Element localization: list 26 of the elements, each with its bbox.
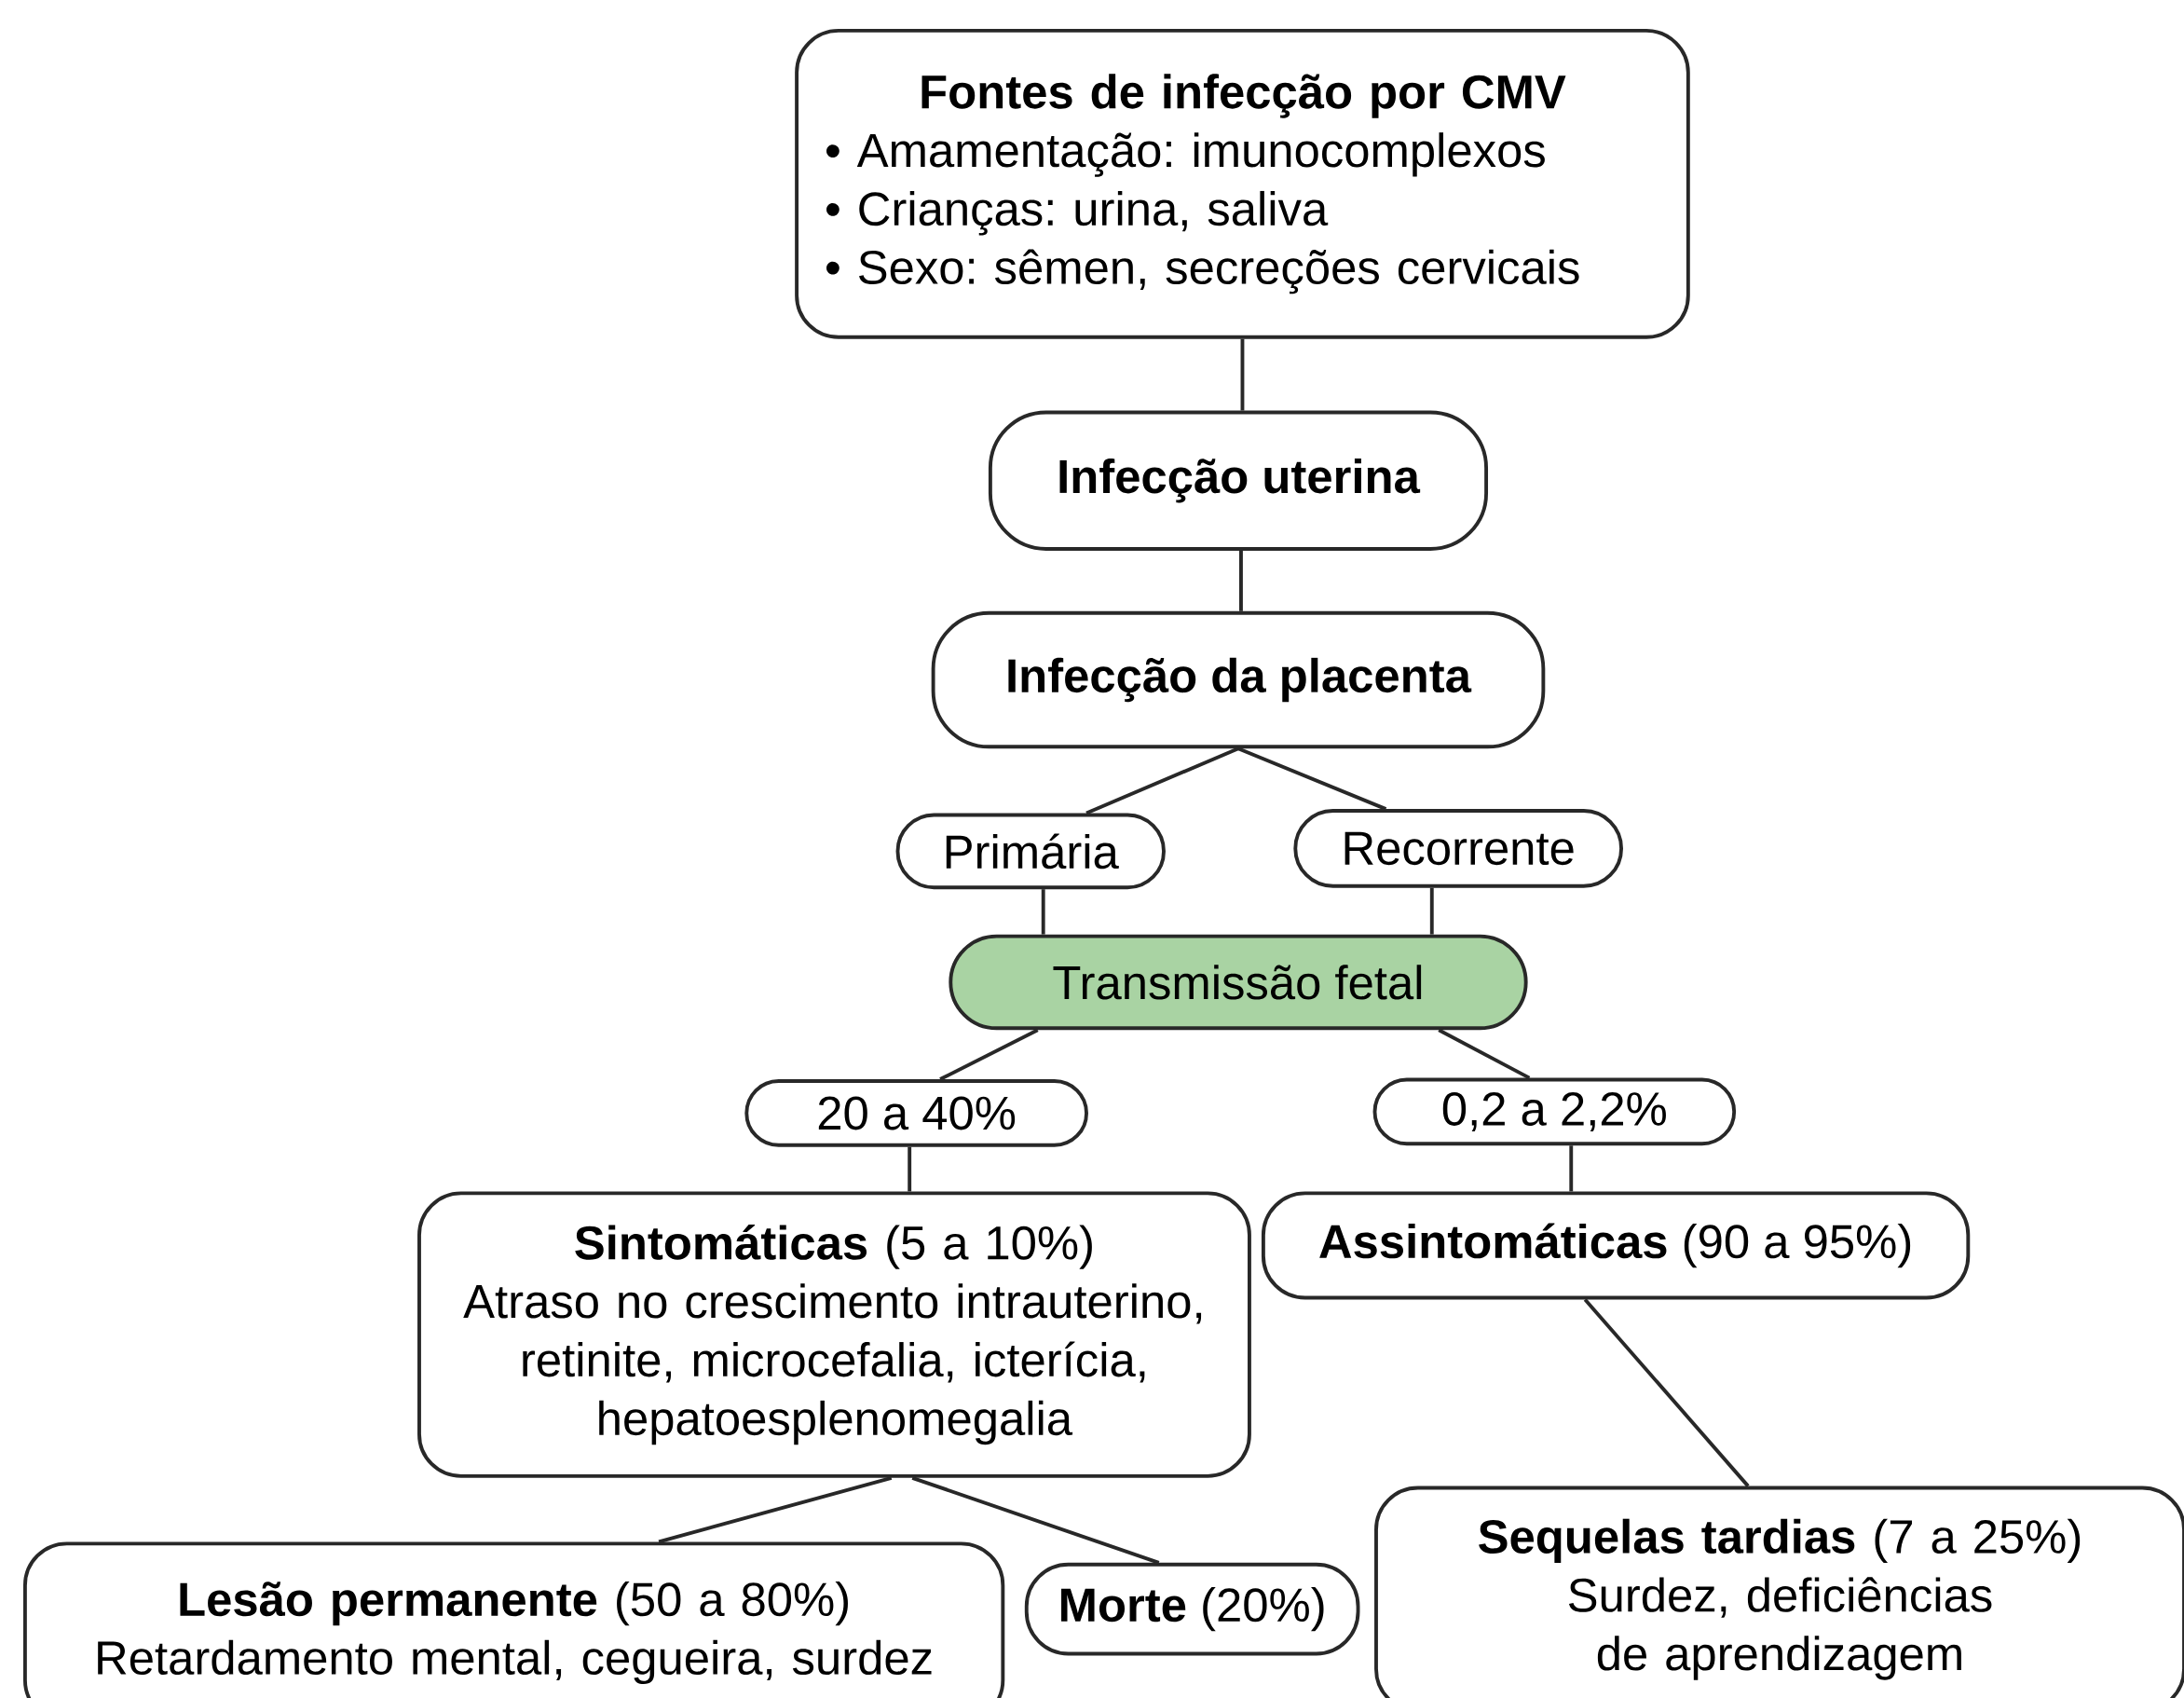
connector-line bbox=[1240, 338, 1245, 411]
connector-line bbox=[1041, 889, 1045, 935]
connector-line bbox=[1569, 1145, 1574, 1192]
connector-line bbox=[1583, 1298, 1750, 1487]
connector-line bbox=[939, 1028, 1039, 1081]
process-box: Fontes de infecção por CMV • Amamentação: imunocomplexos • Crianças: urina, saliva • Sexo: sêmen, secreções cervicais bbox=[795, 28, 1690, 339]
connector-line bbox=[1085, 746, 1239, 815]
process-box: Recorrente bbox=[1293, 808, 1624, 888]
process-box: Sintomáticas (5 a 10%) Atraso no crescimento intrauterino, retinite, microcefalia, icterícia, hepatoesplenomegalia bbox=[417, 1191, 1251, 1478]
process-box: Infecção da placenta bbox=[931, 610, 1546, 749]
process-box: Assintomáticas (90 a 95%) bbox=[1261, 1191, 1971, 1300]
process-box: Transmissão fetal bbox=[949, 934, 1528, 1031]
process-box: 0,2 a 2,2% bbox=[1372, 1077, 1737, 1146]
connector-line bbox=[658, 1475, 893, 1544]
connector-line bbox=[1239, 550, 1243, 611]
connector-line bbox=[1438, 1028, 1531, 1080]
process-box: Primária bbox=[895, 813, 1166, 890]
process-box: 20 a 40% bbox=[744, 1078, 1088, 1147]
process-box: Lesão permanente (50 a 80%) Retardamento mental, cegueira, surdez bbox=[22, 1541, 1005, 1698]
process-box: Infecção uterina bbox=[988, 410, 1489, 551]
connector-line bbox=[911, 1475, 1160, 1565]
connector-line bbox=[1429, 887, 1434, 935]
process-box: Morte (20%) bbox=[1024, 1562, 1360, 1656]
connector-line bbox=[1237, 746, 1387, 811]
process-box: Sequelas tardias (7 a 25%) Surdez, deficiências de aprendizagem bbox=[1374, 1486, 2184, 1698]
connector-line bbox=[908, 1146, 912, 1192]
